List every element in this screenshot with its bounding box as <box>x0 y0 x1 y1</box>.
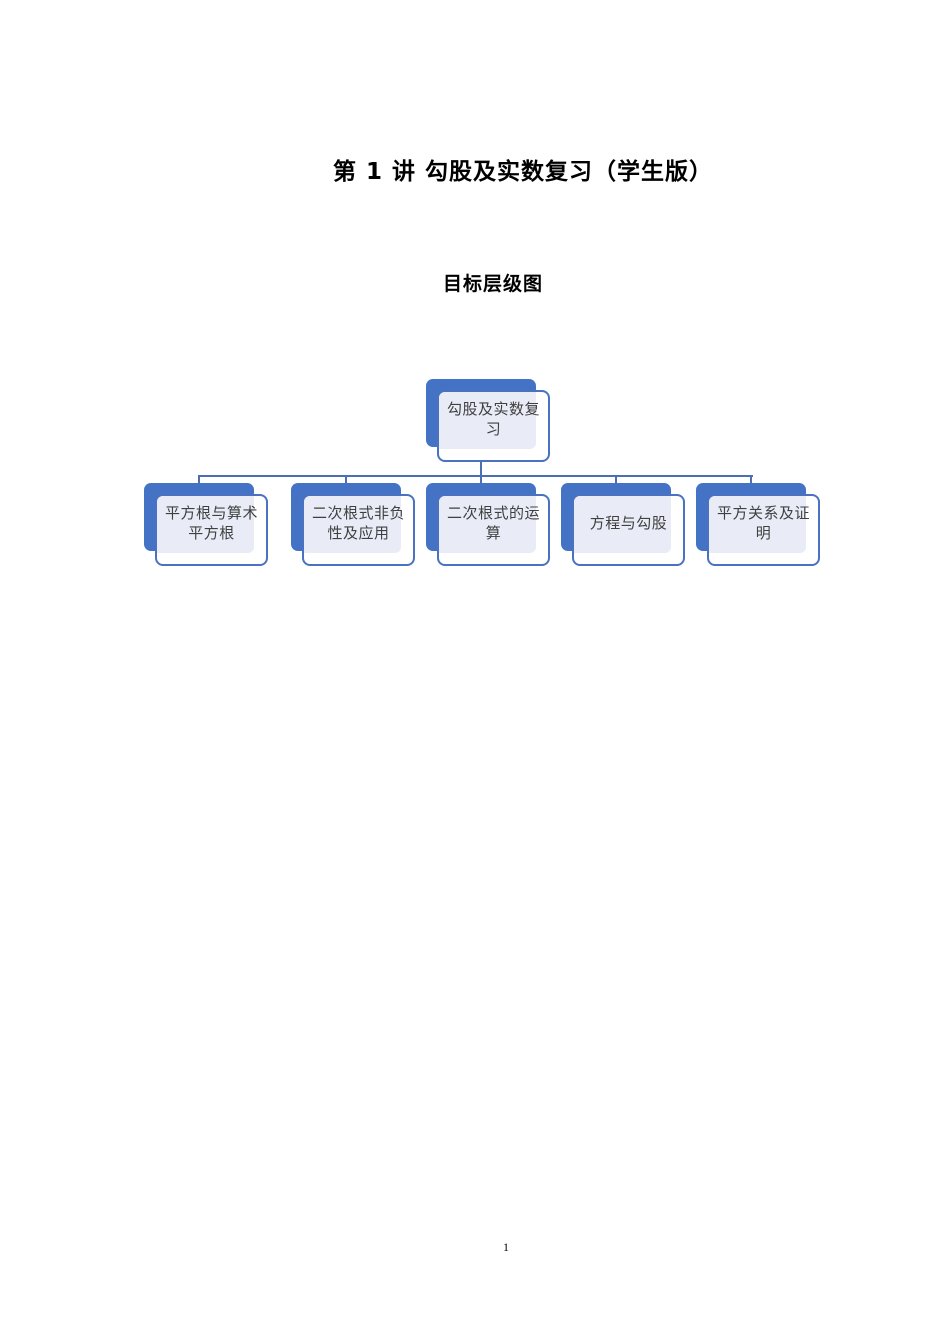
connector-drop-3 <box>480 475 482 484</box>
page-number: 1 <box>503 1240 509 1254</box>
node-front-shape <box>155 494 268 566</box>
connector-drop-2 <box>345 475 347 484</box>
connector-horizontal-bus <box>198 475 753 477</box>
root-node: 勾股及实数复习 <box>426 379 550 467</box>
connector-root-stem <box>480 460 482 476</box>
child-node-1: 平方根与算术平方根 <box>144 483 268 571</box>
connector-drop-1 <box>198 475 200 484</box>
node-front-shape <box>437 494 550 566</box>
child-node-5: 平方关系及证明 <box>696 483 820 571</box>
child-node-2: 二次根式非负性及应用 <box>291 483 415 571</box>
child-node-4: 方程与勾股 <box>561 483 685 571</box>
connector-drop-4 <box>615 475 617 484</box>
node-front-shape <box>302 494 415 566</box>
node-front-shape <box>707 494 820 566</box>
child-node-3: 二次根式的运算 <box>426 483 550 571</box>
connector-drop-5 <box>750 475 752 484</box>
child-node-label: 方程与勾股 <box>589 513 668 532</box>
root-node-label: 勾股及实数复习 <box>446 399 540 438</box>
node-front-shape <box>437 390 550 462</box>
page-title: 第 1 讲 勾股及实数复习（学生版） <box>332 159 714 185</box>
child-node-label: 二次根式的运算 <box>446 503 540 542</box>
child-node-label: 平方关系及证明 <box>716 503 810 542</box>
target-hierarchy-diagram: 勾股及实数复习 平方根与算术平方根 二次根式非负性及应用 二次根式的运算 方程与… <box>0 0 950 600</box>
section-heading: 目标层级图 <box>442 273 543 295</box>
child-node-label: 二次根式非负性及应用 <box>311 503 405 542</box>
node-front-shape <box>572 494 685 566</box>
child-node-label: 平方根与算术平方根 <box>164 503 258 542</box>
